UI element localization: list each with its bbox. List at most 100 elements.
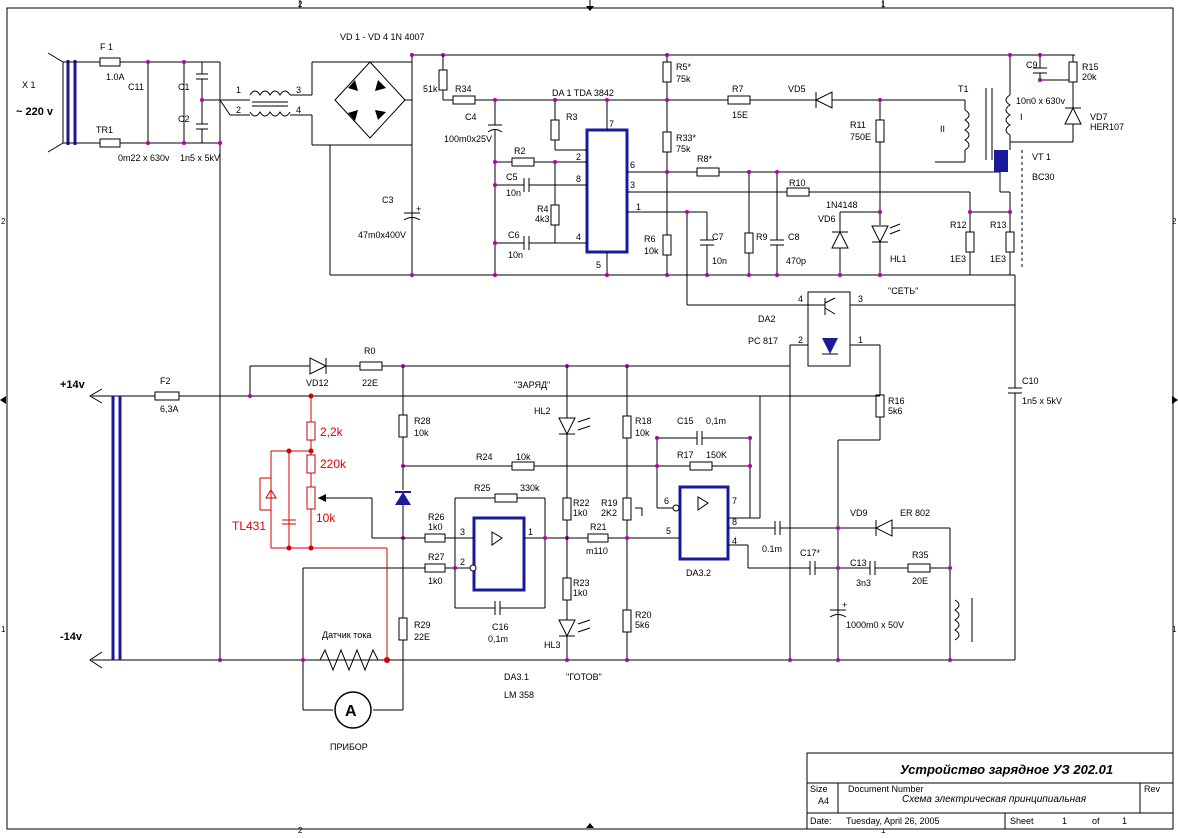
r22-label: R22	[573, 498, 590, 508]
optocoupler-block: DA2 PC 817 4 3 2 1 R16 5k6 C10 1n5 x 5kV	[748, 275, 1062, 660]
diode-vd6	[831, 230, 849, 249]
resistor-r27	[424, 563, 446, 573]
r27-label: R27	[428, 552, 445, 562]
size-value: A4	[818, 796, 829, 806]
bridge-label: VD 1 - VD 4 1N 4007	[340, 32, 425, 42]
da3-1-label: DA3.1	[504, 672, 529, 682]
fuse-f1	[99, 57, 121, 67]
resistor-r9	[744, 232, 754, 254]
red-trimmer-10k	[306, 486, 316, 510]
c13-label: C13	[850, 558, 867, 568]
r5-value: 75k	[676, 74, 691, 84]
resistor-r24	[511, 461, 535, 471]
resistor-r19	[622, 497, 632, 521]
f2-value: 6,3A	[160, 404, 179, 414]
hl3-label: HL3	[544, 640, 561, 650]
size-label: Size	[810, 784, 828, 794]
led-hl3	[558, 619, 576, 638]
c2-label: C2	[178, 114, 190, 124]
r6-label: R6	[644, 234, 656, 244]
red-resistor-2k2	[306, 421, 316, 441]
resistor-r3	[550, 119, 560, 141]
f2-label: F2	[160, 376, 171, 386]
r24-label: R24	[476, 452, 493, 462]
da3-2-pin-6: 6	[664, 496, 669, 506]
c2-value: 1n5 x 5kV	[180, 153, 220, 163]
red-tl431-label: TL431	[232, 519, 266, 533]
resistor-r34	[452, 95, 476, 105]
r18-value: 10k	[635, 428, 650, 438]
r6-value: 10k	[644, 246, 659, 256]
resistor-51k	[438, 69, 448, 91]
resistor-r4	[550, 204, 560, 226]
c10-label: C10	[1022, 376, 1039, 386]
c13-value: 3n3	[856, 578, 871, 588]
r16-label: R16	[888, 396, 905, 406]
er802-label: ER 802	[900, 508, 930, 518]
winding-ii	[964, 109, 970, 151]
resistor-r8	[696, 167, 720, 177]
da2-pin-4: 4	[798, 294, 803, 304]
diode-vd9	[874, 519, 893, 537]
r18-label: R18	[635, 416, 652, 426]
red-resistor-220k	[306, 454, 316, 474]
resistor-r11	[875, 119, 885, 143]
hl2-label: HL2	[534, 406, 551, 416]
r26-value: 1k0	[428, 522, 443, 532]
transistor-vt1	[994, 150, 1008, 172]
ic-da1-tda3842	[585, 128, 629, 254]
output-block: +14v -14v F2 6,3A VD12 R0 22E "ЗАРЯД" R2…	[60, 345, 1015, 752]
da1-pin-4: 4	[576, 232, 581, 242]
frame-mark-top-2: 2	[298, 0, 303, 9]
r13-label: R13	[990, 220, 1007, 230]
resistor-r6	[662, 234, 672, 256]
document-number-value: Схема электрическая принципиальная	[902, 794, 1087, 805]
r11-label: R11	[850, 120, 866, 130]
c17-label: C17*	[800, 548, 821, 558]
fuse-f2	[154, 391, 180, 401]
mains-input-block: X 1 ~ 220 v F 1 1.0A TR1 0m22 x 630v C11…	[16, 42, 222, 660]
da2-pin-1: 1	[858, 335, 863, 345]
r29-value: 22E	[414, 632, 430, 642]
r13-value: 1E3	[990, 254, 1006, 264]
winding-i	[1005, 94, 1011, 136]
meter-label: ПРИБОР	[330, 742, 368, 752]
da3-1-pin-2: 2	[460, 557, 465, 567]
opamp-da3-2	[678, 485, 730, 561]
da1-label: DA 1 TDA 3842	[552, 88, 614, 98]
c11-label: C11	[128, 82, 144, 92]
r7-value: 15E	[732, 110, 748, 120]
title-text: Устройство зарядное УЗ 202.01	[900, 762, 1113, 777]
r23-value: 1k0	[573, 588, 588, 598]
tl431-addition: 2,2k 220k 10k TL431	[232, 393, 390, 663]
resistor-r15	[1068, 61, 1078, 83]
opamp-da3-1-symbol	[491, 531, 503, 546]
resistor-r5	[662, 61, 672, 83]
output-minus-label: -14v	[60, 631, 83, 643]
date-label: Date:	[810, 816, 832, 826]
output-winding	[954, 599, 960, 641]
c6-value: 10n	[508, 250, 523, 260]
r22-value: 1k0	[573, 508, 588, 518]
resistor-r21	[587, 533, 609, 543]
r-51k-label: 51k	[423, 84, 438, 94]
da3-1-pin-1: 1	[528, 527, 533, 537]
r15-label: R15	[1082, 62, 1099, 72]
r21-value: m110	[586, 546, 608, 556]
r5-label: R5*	[676, 62, 692, 72]
led-hl1	[871, 225, 889, 244]
c3-label: C3	[382, 195, 394, 205]
c16-label: C16	[492, 622, 509, 632]
da3-1-value: LM 358	[504, 690, 534, 700]
opto-led	[822, 338, 838, 354]
current-sensor	[303, 648, 387, 672]
frame-mark-bottom-1: 1	[881, 826, 886, 834]
frame-mark-right-1: 1	[1172, 625, 1177, 634]
input-choke: 1 3 2 4	[219, 62, 313, 145]
r11-value: 750E	[850, 132, 871, 142]
r29-label: R29	[414, 620, 431, 630]
t1-label: T1	[958, 84, 969, 94]
da3-2-pin-4: 4	[732, 536, 737, 546]
connector-x1-label: X 1	[22, 80, 36, 90]
